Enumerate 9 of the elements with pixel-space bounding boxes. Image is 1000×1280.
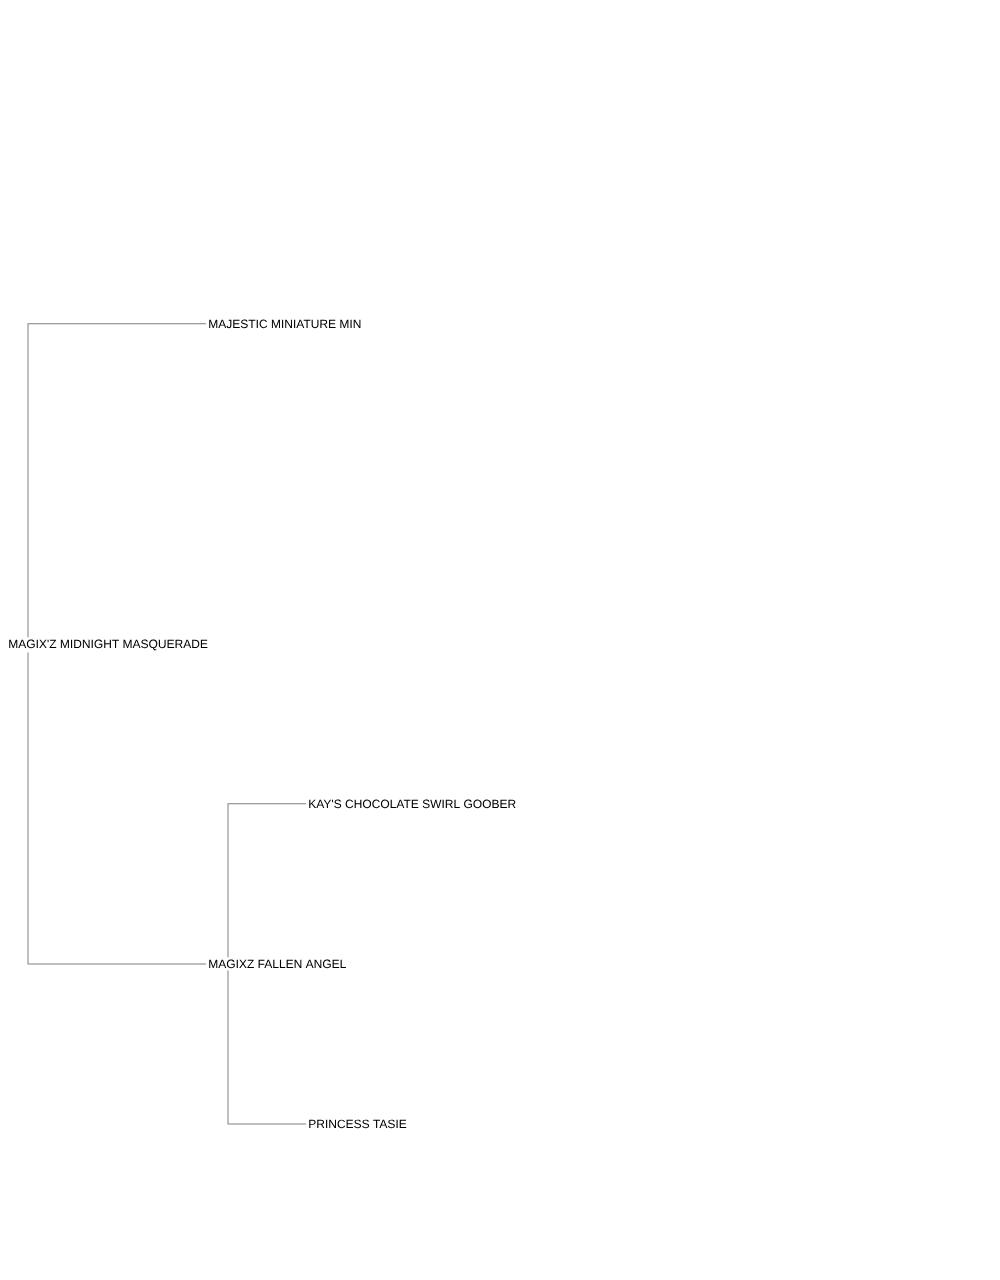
name-label: MAJESTIC MINIATURE MIN (209, 319, 361, 329)
connector-line (27, 652, 207, 965)
connector-line (227, 803, 307, 958)
name-label: KAY'S CHOCOLATE SWIRL GOOBER (309, 799, 516, 809)
name-label: MAGIX'Z MIDNIGHT MASQUERADE (9, 639, 208, 651)
connector-line (227, 969, 307, 1125)
name-label: MAGIXZ FALLEN ANGEL (209, 959, 346, 969)
name-label: PRINCESS TASIE (309, 1119, 407, 1129)
connector-line (27, 323, 207, 638)
